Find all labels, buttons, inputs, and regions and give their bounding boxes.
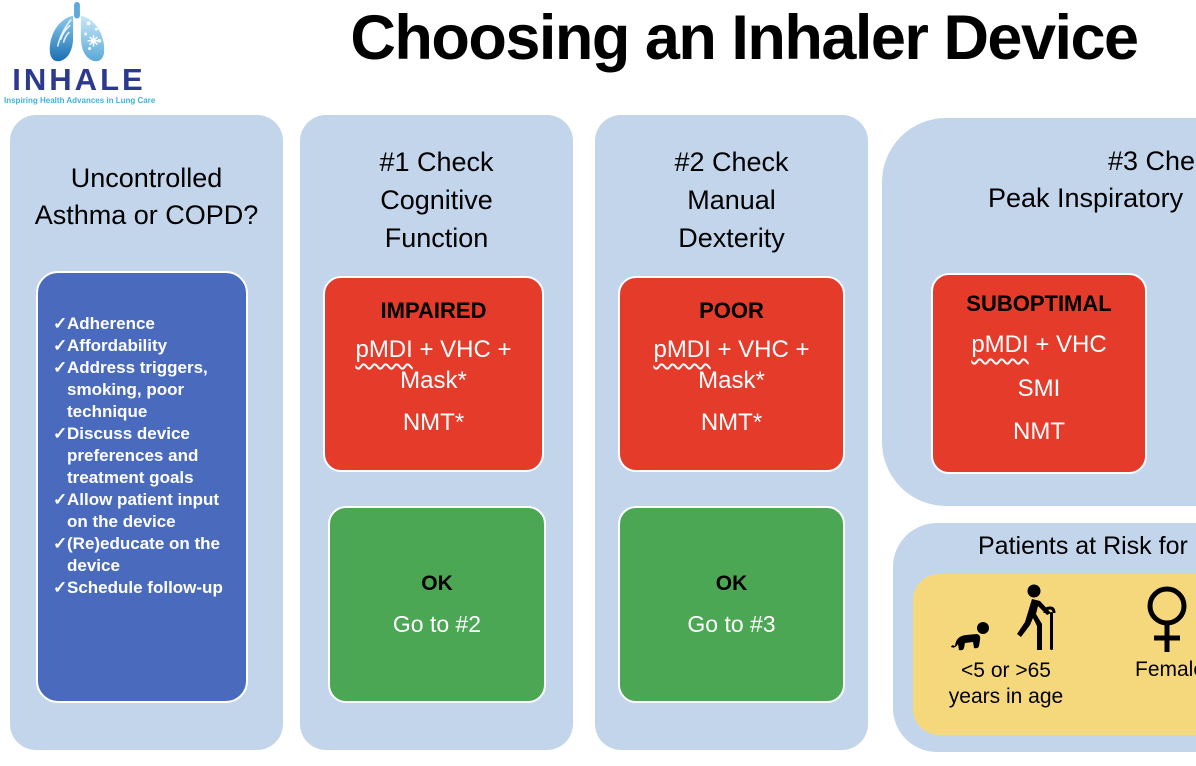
female-icon [1147,586,1187,652]
checklist-item: ✓ Adherence [53,313,240,335]
device-recommendation-pmdi: pMDI [355,336,413,363]
device-recommendation-pmdi: pMDI [653,336,711,363]
checklist: ✓ Adherence ✓ Affordability ✓ Address tr… [53,313,240,599]
column-check-manual-dexterity: #2 Check Manual Dexterity POOR pMDI + VH… [595,115,868,750]
checklist-item: ✓ Schedule follow-up [53,577,240,599]
column-header: Uncontrolled Asthma or COPD? [10,160,283,234]
device-recommendation: pMDI + VHC + Mask* [620,334,843,396]
device-recommendation-rest: + VHC + Mask* [698,336,810,394]
header-line: #1 Check [379,147,494,177]
check-icon: ✓ [53,578,68,597]
checklist-item-label: Affordability [67,336,168,355]
header-line: #3 Check [1108,146,1196,176]
header-line: Dexterity [678,223,785,253]
header-line: Cognitive [380,185,493,215]
column-check-peak-inspiratory-flow: #3 Check Peak Inspiratory SUBOPTIMAL pMD… [882,118,1196,506]
header-line: Function [384,223,489,253]
header-line: #2 Check [674,147,789,177]
header-line: Peak Inspiratory [988,183,1184,213]
risk-factors-box: <5 or >65 years in age Female [913,574,1196,735]
device-recommendation: pMDI + VHC + Mask* [325,334,542,396]
device-recommendation-rest: + VHC + Mask* [400,336,512,394]
column-check-cognitive-function: #1 Check Cognitive Function IMPAIRED pMD… [300,115,573,750]
device-alternative: SMI [1017,375,1061,402]
suboptimal-result-box: SUBOPTIMAL pMDI + VHC SMI NMT [931,273,1147,474]
ok-label: OK [715,571,748,595]
checklist-item-label: Schedule follow-up [67,578,223,597]
risk-panel-header: Patients at Risk for [978,532,1188,560]
status-label: SUBOPTIMAL [966,291,1112,316]
header-line: Manual [687,185,776,215]
check-icon: ✓ [53,424,68,443]
logo-tagline: Inspiring Health Advances in Lung Care [4,96,156,105]
baby-icon [951,622,989,651]
checklist-item-label: Address triggers, smoking, poor techniqu… [67,358,208,421]
age-risk-line: <5 or >65 [961,659,1051,682]
checklist-item-label: Allow patient input on the device [67,490,220,531]
checklist-item-label: Discuss device preferences and treatment… [67,424,199,487]
ok-result-box: OK Go to #3 [618,506,845,703]
ok-result-box: OK Go to #2 [328,506,546,703]
next-step-label: Go to #3 [687,610,776,637]
device-recommendation: pMDI + VHC [933,329,1145,360]
checklist-item: ✓ (Re)educate on the device [53,533,240,577]
column-header: #1 Check Cognitive Function [300,143,573,257]
check-icon: ✓ [53,358,68,377]
check-icon: ✓ [53,314,68,333]
device-alternative: NMT* [402,409,465,436]
female-risk-label: Female [1135,658,1196,681]
device-recommendation-rest: + VHC [1028,331,1107,358]
device-recommendation-pmdi: pMDI [971,331,1029,358]
page-title: Choosing an Inhaler Device [350,3,1139,73]
next-step-label: Go to #2 [392,610,482,637]
status-label: POOR [699,298,764,323]
device-alternative: NMT [1013,418,1065,445]
check-icon: ✓ [53,490,68,509]
checklist-item-label: (Re)educate on the device [67,534,221,575]
checklist-item: ✓ Address triggers, smoking, poor techni… [53,357,240,423]
elderly-cane-icon [1017,584,1056,650]
checklist-item: ✓ Allow patient input on the device [53,489,240,533]
checklist-item: ✓ Discuss device preferences and treatme… [53,423,240,489]
header-line: Uncontrolled [70,163,223,193]
column-header: #2 Check Manual Dexterity [595,143,868,257]
check-icon: ✓ [53,336,68,355]
impaired-result-box: IMPAIRED pMDI + VHC + Mask* NMT* [323,276,544,472]
column-uncontrolled-asthma: Uncontrolled Asthma or COPD? ✓ Adherence… [10,115,283,750]
logo-wordmark: INHALE [12,62,146,97]
patients-at-risk-panel: Patients at Risk for <5 or >65 years in … [893,523,1196,752]
checklist-item: ✓ Affordability [53,335,240,357]
status-label: IMPAIRED [380,298,487,323]
age-risk-line: years in age [948,685,1064,708]
checklist-item-label: Adherence [67,314,155,333]
poor-result-box: POOR pMDI + VHC + Mask* NMT* [618,276,845,472]
check-icon: ✓ [53,534,68,553]
header-line: Asthma or COPD? [34,200,259,230]
device-alternative: NMT* [700,409,763,436]
ok-label: OK [421,571,453,595]
management-checklist-box: ✓ Adherence ✓ Affordability ✓ Address tr… [36,271,248,703]
age-risk-label: <5 or >65 years in age [929,658,1083,710]
lungs-logo-icon [49,2,105,62]
